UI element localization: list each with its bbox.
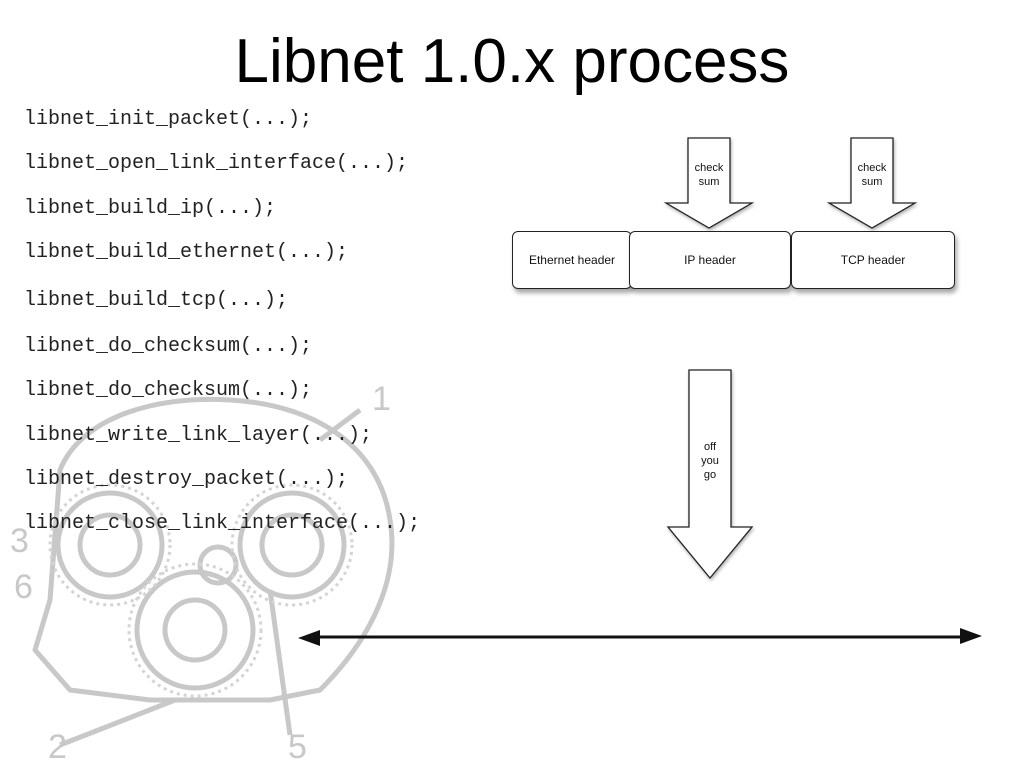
ethernet-header-box: Ethernet header (512, 231, 632, 289)
ip-header-label: IP header (684, 253, 736, 267)
tcp-header-label: TCP header (840, 253, 906, 267)
code-line: libnet_open_link_interface(...); (24, 152, 409, 175)
logo-number-1: 1 (372, 380, 391, 418)
send-arrow (666, 369, 754, 580)
code-line: libnet_do_checksum(...); (24, 335, 313, 358)
code-line: libnet_do_checksum(...); (24, 379, 313, 402)
code-line: libnet_close_link_interface(...); (24, 512, 421, 535)
logo-number-5: 5 (288, 728, 307, 766)
code-line: libnet_destroy_packet(...); (24, 468, 349, 491)
checksum-arrow-tcp (826, 137, 918, 229)
code-line: libnet_build_ip(...); (24, 197, 277, 220)
checksum-label-ip-text: check sum (694, 162, 724, 188)
checksum-label-ip: check sum (688, 161, 730, 189)
code-line: libnet_build_tcp(...); (24, 289, 289, 312)
send-arrow-label-text: off you go (701, 441, 719, 481)
checksum-arrow-ip (663, 137, 755, 229)
send-arrow-label: off you go (689, 440, 731, 482)
checksum-label-tcp: check sum (851, 161, 893, 189)
checksum-label-tcp-text: check sum (857, 162, 887, 188)
code-line: libnet_init_packet(...); (24, 108, 313, 131)
code-line: libnet_write_link_layer(...); (24, 424, 373, 447)
ip-header-box: IP header (629, 231, 791, 289)
logo-number-6: 6 (14, 568, 33, 606)
wire-arrowhead-right (960, 628, 982, 644)
tcp-header-box: TCP header (791, 231, 955, 289)
code-line: libnet_build_ethernet(...); (24, 241, 349, 264)
logo-number-3: 3 (10, 522, 29, 560)
slide-title: Libnet 1.0.x process (234, 27, 790, 96)
wire-arrowhead-left (298, 630, 320, 646)
ethernet-header-label: Ethernet header (528, 253, 616, 267)
logo-number-2: 2 (48, 728, 67, 766)
